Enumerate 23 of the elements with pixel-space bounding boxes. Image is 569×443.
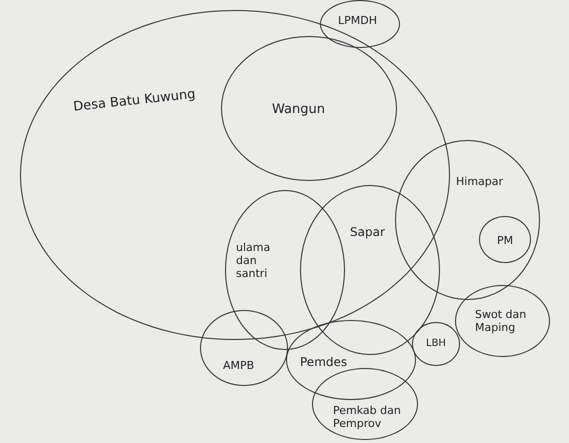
circle-label: PM	[497, 234, 514, 247]
venn-circle	[479, 216, 531, 263]
venn-circle	[221, 36, 397, 181]
circle-label: ulama dan santri	[236, 241, 272, 280]
circle-label: Sapar	[350, 225, 386, 239]
venn-circle	[20, 10, 450, 340]
venn-circle	[200, 310, 288, 386]
venn-circle	[320, 0, 400, 48]
circle-label: AMPB	[223, 359, 256, 372]
circle-label: LBH	[426, 338, 447, 350]
venn-circle	[286, 320, 416, 400]
circle-label: LPMDH	[338, 14, 378, 27]
venn-circle	[225, 190, 345, 350]
circle-label: Desa Batu Kuwung	[72, 86, 198, 115]
circle-label: Himapar	[456, 175, 504, 188]
circle-label: Swot dan Maping	[475, 308, 528, 334]
venn-circle	[312, 368, 418, 440]
venn-circle	[395, 140, 540, 300]
circle-label: Pemkab dan Pemprov	[333, 404, 402, 430]
venn-circle	[455, 285, 550, 357]
venn-circle	[412, 322, 460, 366]
circle-label: Pemdes	[300, 355, 348, 369]
circle-label: Wangun	[272, 102, 326, 117]
